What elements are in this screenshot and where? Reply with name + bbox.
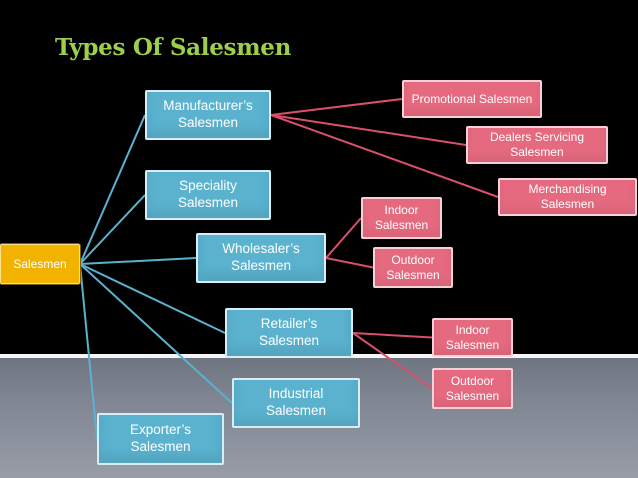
connector-root-to-wholesaler (79, 257, 197, 265)
connector-root-to-speciality (79, 194, 146, 265)
connector-retailer-to-retailer-indoor (352, 332, 433, 339)
node-retailer-indoor-salesmen: Indoor Salesmen (432, 318, 513, 357)
node-retailer-outdoor-salesmen: Outdoor Salesmen (432, 368, 513, 409)
node-label-line: Salesmen (374, 218, 429, 232)
root-node-label: Salesmen (13, 256, 67, 271)
node-label-line: Salesmen (177, 195, 239, 210)
slide-title: Types Of Salesmen (55, 34, 291, 61)
node-label-line: Wholesaler’s (222, 241, 300, 257)
node-speciality-salesmen: Speciality Salesmen (145, 170, 271, 220)
connector-retailer-to-retailer-outdoor (352, 332, 433, 390)
root-node-salesmen: Salesmen (0, 244, 80, 284)
node-label-line: Salesmen (510, 145, 564, 159)
connector-root-to-manufacturer (79, 114, 146, 265)
node-manufacturers-salesmen: Manufacturer’s Salesmen (145, 90, 271, 140)
connector-root-to-industrial (79, 263, 233, 404)
connector-wholesaler-to-wholesaler-indoor (325, 217, 362, 259)
node-label-line: Exporter’s (129, 422, 192, 438)
node-label-line: Indoor (384, 203, 419, 217)
node-label-line: Promotional Salesmen (411, 91, 533, 106)
node-merchandising-salesmen: Merchandising Salesmen (498, 178, 637, 216)
node-label-line: Retailer’s (260, 316, 318, 332)
node-label-line: Indoor (455, 322, 490, 337)
node-label-line: Salesmen (130, 439, 191, 454)
node-label-line: Salesmen (445, 388, 500, 403)
node-label-line: Manufacturer’s (163, 98, 253, 114)
node-label-line: Salesmen (540, 197, 595, 211)
node-label-line: Merchandising (528, 182, 607, 196)
node-label-line: Outdoor (391, 252, 435, 267)
node-wholesalers-salesmen: Wholesaler’s Salesmen (196, 233, 326, 283)
node-label-line: Speciality (179, 178, 237, 194)
connector-wholesaler-to-wholesaler-outdoor (325, 257, 374, 269)
connector-root-to-retailer (79, 263, 226, 334)
node-label-line: Dealers Servicing (489, 130, 585, 144)
node-label-line: Salesmen (265, 403, 327, 418)
node-dealers-servicing-salesmen: Dealers Servicing Salesmen (466, 126, 608, 164)
node-wholesaler-indoor-salesmen: Indoor Salesmen (361, 197, 442, 239)
node-retailers-salesmen: Retailer’s Salesmen (225, 308, 353, 358)
node-label-line: Industrial (268, 386, 324, 402)
node-label-line: Salesmen (230, 258, 292, 273)
node-label-line: Salesmen (386, 267, 440, 282)
node-label-line: Salesmen (258, 333, 320, 348)
node-label-line: Outdoor (450, 373, 495, 388)
node-industrial-salesmen: Industrial Salesmen (232, 378, 360, 428)
node-exporters-salesmen: Exporter’s Salesmen (97, 413, 224, 465)
node-label-line: Salesmen (445, 337, 500, 352)
node-wholesaler-outdoor-salesmen: Outdoor Salesmen (373, 247, 453, 288)
connector-root-to-exporter (79, 263, 98, 440)
connector-manufacturer-to-dealers-servicing (270, 114, 467, 146)
connector-manufacturer-to-merchandising (270, 114, 499, 198)
connector-manufacturer-to-promotional (270, 98, 403, 116)
node-promotional-salesmen: Promotional Salesmen (402, 80, 542, 118)
node-label-line: Salesmen (177, 115, 239, 130)
